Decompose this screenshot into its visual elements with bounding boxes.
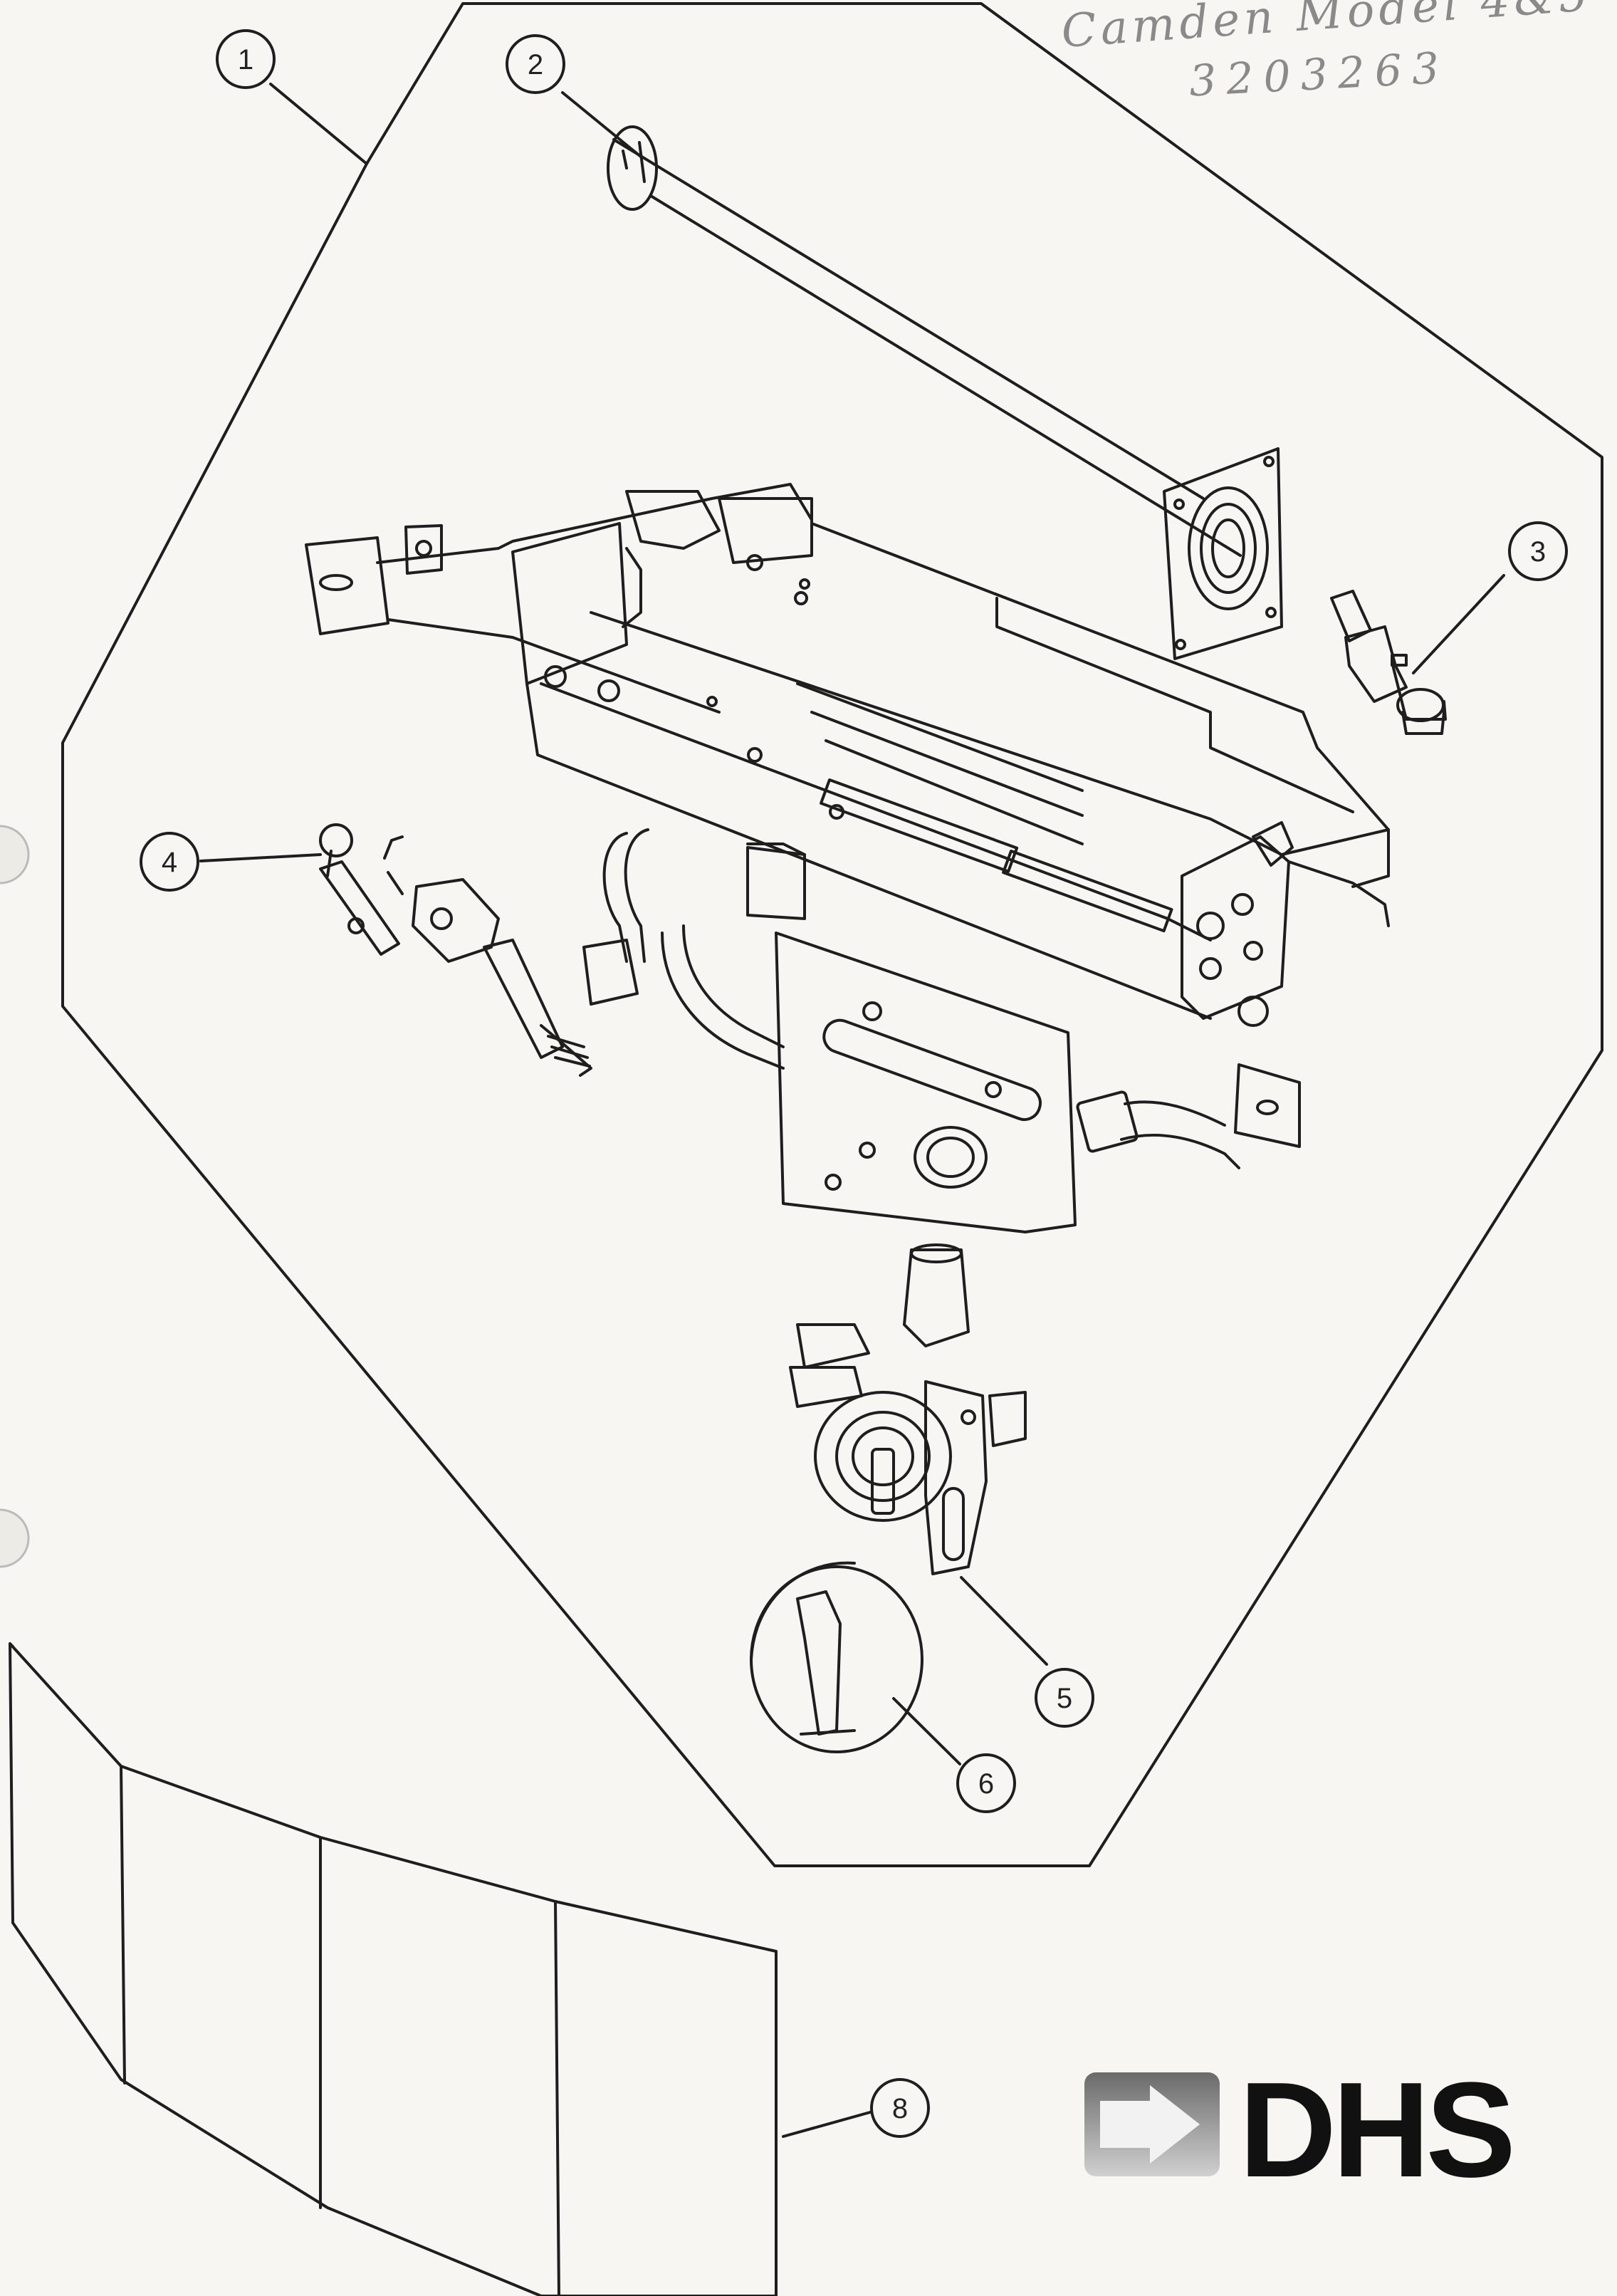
dhs-logo: DHS [1084,2055,1516,2206]
callout-2-label: 2 [528,49,543,80]
leader-2 [561,91,642,158]
binder-hole-bottom [0,1508,30,1568]
callout-5-label: 5 [1057,1683,1072,1714]
leader-3 [1412,574,1505,674]
elbow-connector [1330,590,1447,735]
burner-chassis [305,483,1390,1233]
assembly-outline [61,2,1603,1867]
burner-tube [607,125,1283,660]
gas-control-valve [789,1243,1027,1575]
callout-6-circle [956,1753,1016,1813]
callout-3-label: 3 [1530,536,1546,568]
callout-6-label: 6 [978,1768,994,1800]
pilot-assembly [319,823,592,1077]
control-knob [750,1561,923,1753]
leader-8 [782,2111,872,2138]
callout-3-circle [1508,521,1568,581]
leader-5 [960,1576,1048,1666]
callout-5-circle [1035,1668,1094,1728]
front-panel [9,1642,778,2296]
callout-4-label: 4 [162,847,177,878]
callout-1-label: 1 [238,44,253,75]
logo-wordmark: DHS [1239,2055,1512,2206]
binder-hole-top [0,825,30,885]
callout-8-label: 8 [892,2093,908,2124]
callout-2-circle [506,34,565,94]
callout-1-circle [216,29,276,89]
callout-4-circle [140,832,199,892]
callout-8-circle [870,2078,930,2138]
leader-1 [269,83,368,165]
leader-6 [892,1697,961,1765]
leader-4 [199,853,322,862]
